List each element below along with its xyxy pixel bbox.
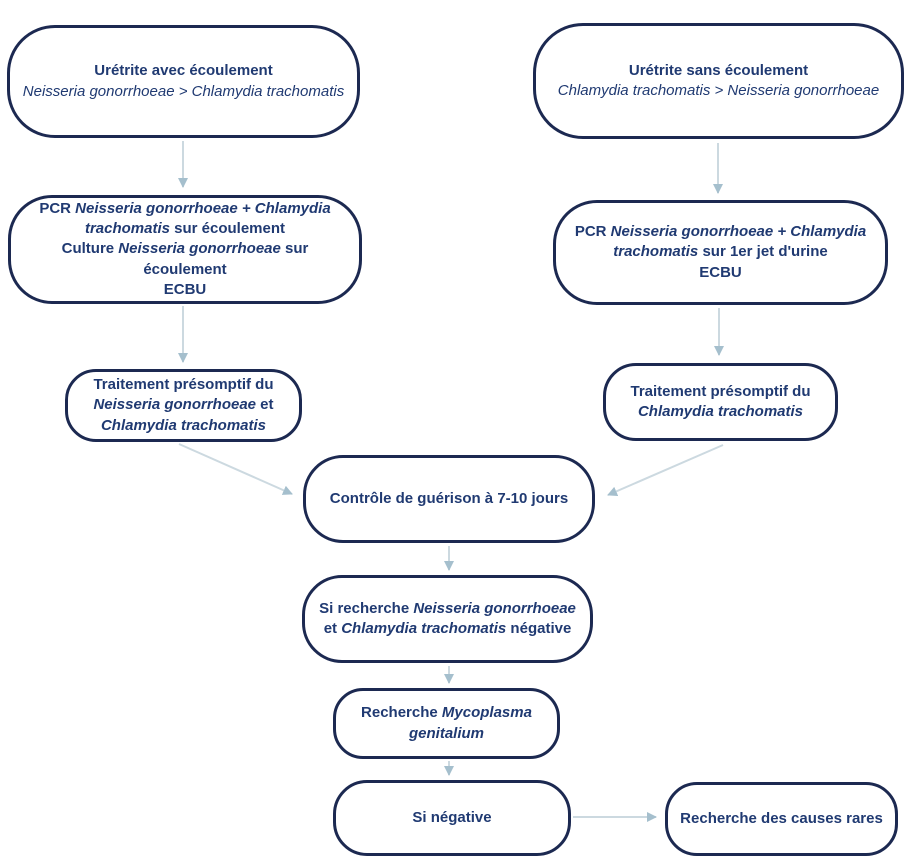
node-uretrite-avec-ecoulement-label: Urétrite avec écoulement Neisseria gonor… — [22, 62, 345, 100]
node-recherche-mycoplasma-label: Recherche Mycoplasma genitalium — [361, 704, 537, 742]
arrow-traitement-ct-to-controle — [607, 444, 724, 496]
node-si-negative: Si négative — [333, 780, 571, 856]
node-si-recherche-negative-label: Si recherche Neisseria gonorrhoeae et Ch… — [319, 599, 581, 637]
node-pcr-sur-1er-jet-urine: PCR Neisseria gonorrhoeae + Chlamydia tr… — [553, 200, 888, 305]
node-traitement-presomptif-ng-ct-label: Traitement présomptif du Neisseria gonor… — [93, 376, 274, 434]
node-recherche-mycoplasma: Recherche Mycoplasma genitalium — [333, 688, 560, 759]
node-si-recherche-negative: Si recherche Neisseria gonorrhoeae et Ch… — [302, 575, 593, 663]
node-recherche-causes-rares-label: Recherche des causes rares — [680, 809, 883, 827]
node-traitement-presomptif-ct-label: Traitement présomptif du Chlamydia trach… — [630, 382, 811, 420]
node-uretrite-sans-ecoulement-label: Urétrite sans écoulement Chlamydia trach… — [557, 61, 880, 99]
node-uretrite-sans-ecoulement: Urétrite sans écoulement Chlamydia trach… — [533, 23, 904, 139]
node-si-negative-label: Si négative — [412, 808, 492, 826]
node-traitement-presomptif-ct: Traitement présomptif du Chlamydia trach… — [603, 363, 838, 441]
node-pcr-sur-ecoulement: PCR Neisseria gonorrhoeae + Chlamydia tr… — [8, 195, 362, 304]
node-controle-guerison-label: Contrôle de guérison à 7-10 jours — [329, 489, 569, 507]
node-uretrite-avec-ecoulement: Urétrite avec écoulement Neisseria gonor… — [7, 25, 360, 138]
node-pcr-sur-ecoulement-label: PCR Neisseria gonorrhoeae + Chlamydia tr… — [39, 199, 335, 298]
node-controle-guerison: Contrôle de guérison à 7-10 jours — [303, 455, 595, 543]
arrow-traitement-ng-ct-to-controle — [178, 443, 293, 495]
node-pcr-sur-1er-jet-urine-label: PCR Neisseria gonorrhoeae + Chlamydia tr… — [574, 223, 871, 281]
node-recherche-causes-rares: Recherche des causes rares — [665, 782, 898, 856]
node-traitement-presomptif-ng-ct: Traitement présomptif du Neisseria gonor… — [65, 369, 302, 442]
